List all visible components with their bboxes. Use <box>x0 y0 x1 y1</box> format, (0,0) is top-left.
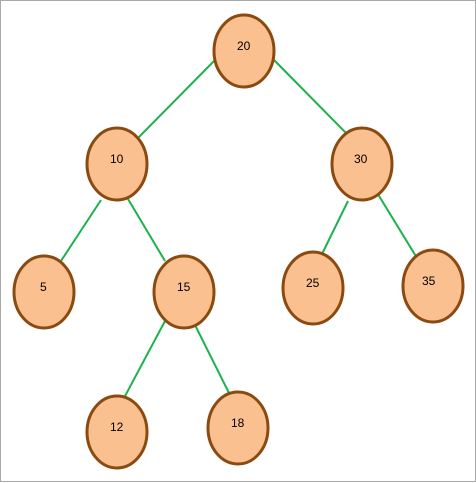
tree-edges <box>58 58 418 399</box>
node-label: 18 <box>231 416 245 430</box>
edge-30-25 <box>321 200 349 255</box>
node-label: 25 <box>306 276 320 290</box>
node-label: 20 <box>237 39 251 53</box>
node-shape <box>85 126 149 202</box>
edge-20-10 <box>137 58 217 139</box>
tree-node-20: 20 <box>212 13 276 89</box>
node-label: 12 <box>110 420 124 434</box>
node-label: 30 <box>354 152 368 166</box>
tree-nodes: 20 10 30 5 15 25 35 12 18 <box>12 13 465 470</box>
edge-10-15 <box>127 198 166 262</box>
tree-node-12: 12 <box>85 394 149 470</box>
node-shape <box>12 254 76 330</box>
node-label: 10 <box>110 152 124 166</box>
edge-30-35 <box>375 190 418 259</box>
tree-node-18: 18 <box>206 390 270 466</box>
edge-15-18 <box>194 324 231 396</box>
tree-node-15: 15 <box>152 254 216 330</box>
node-shape <box>85 394 149 470</box>
node-label: 35 <box>422 274 436 288</box>
node-label: 5 <box>40 280 47 294</box>
tree-node-30: 30 <box>330 126 394 202</box>
node-shape <box>152 254 216 330</box>
tree-node-5: 5 <box>12 254 76 330</box>
node-label: 15 <box>177 280 191 294</box>
tree-node-25: 25 <box>281 250 345 326</box>
tree-node-10: 10 <box>85 126 149 202</box>
edge-10-5 <box>58 199 102 265</box>
tree-node-35: 35 <box>401 248 465 324</box>
node-shape <box>330 126 394 202</box>
node-shape <box>281 250 345 326</box>
edge-15-12 <box>123 320 166 399</box>
node-shape <box>401 248 465 324</box>
node-shape <box>212 13 276 89</box>
node-shape <box>206 390 270 466</box>
edge-20-30 <box>272 58 350 137</box>
